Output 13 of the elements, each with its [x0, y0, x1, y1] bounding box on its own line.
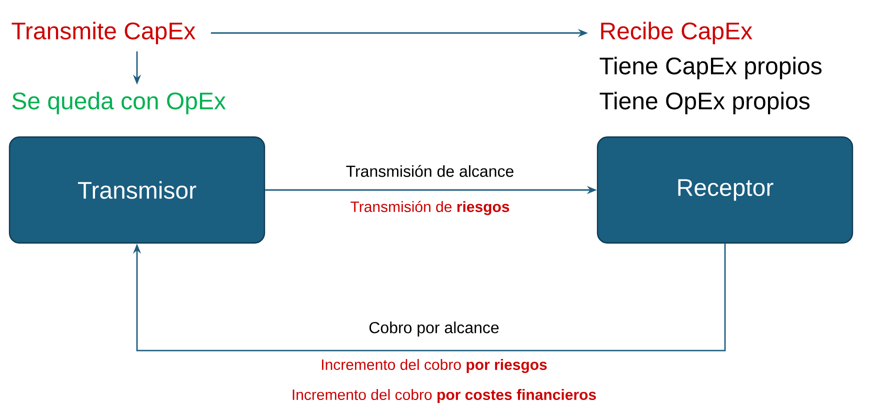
text-label: Incremento del cobro por riesgos — [322, 358, 547, 374]
heading-text: Se queda con OpEx — [12, 92, 226, 114]
process-box: Transmisor — [8, 136, 266, 244]
process-box: Receptor — [596, 136, 854, 244]
edge-label: Transmisión de alcance — [344, 164, 516, 178]
edge-label: Cobro por alcance — [368, 320, 500, 338]
text-label: Tiene CapEx propios — [600, 56, 822, 80]
text-label: Transmisión de riesgos — [350, 200, 510, 216]
text-label: Incremento del cobro por costes financieros — [292, 389, 596, 403]
arrow — [132, 244, 726, 352]
heading-text: Transmite CapEx — [12, 22, 196, 44]
heading-text: Recibe CapEx — [601, 22, 752, 44]
text-label: Tiene OpEx propios — [600, 92, 810, 114]
